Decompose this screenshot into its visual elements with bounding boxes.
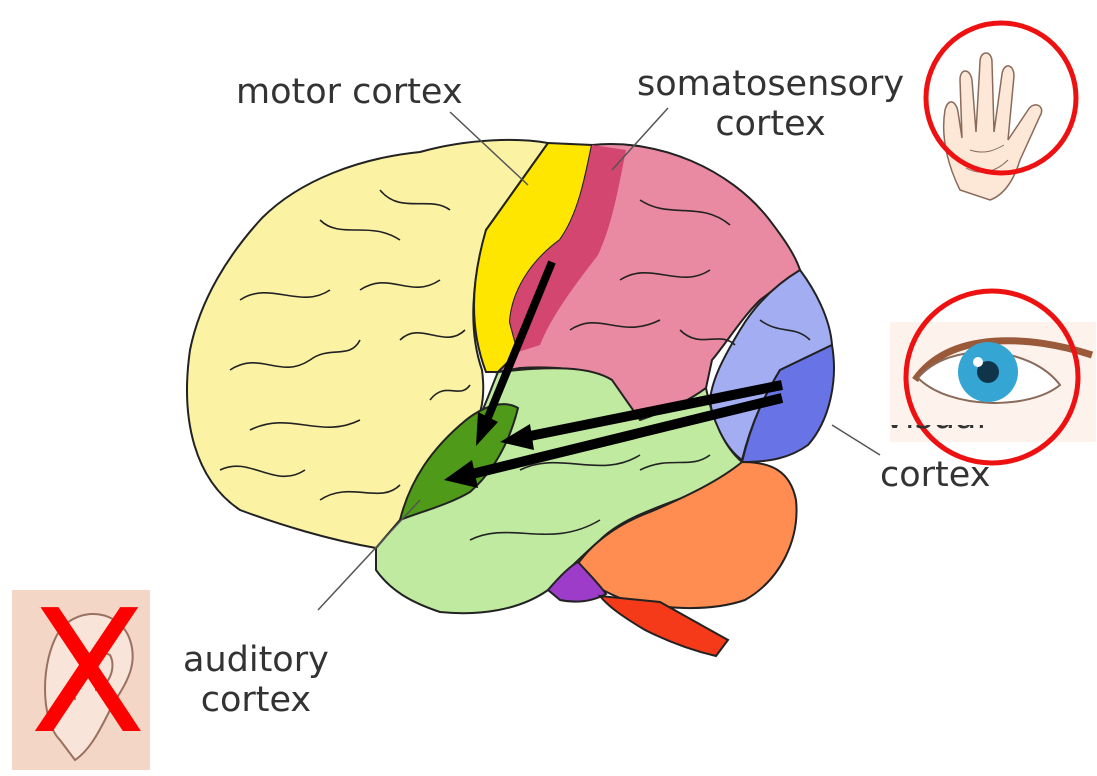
- auditory-label-line2: cortex: [183, 680, 329, 720]
- somatosensory-label-line1: somatosensory: [637, 64, 904, 104]
- somatosensory-label-line2: cortex: [637, 104, 904, 144]
- hand-icon: [944, 53, 1042, 200]
- visual-cortex-label: visual cortex: [880, 425, 990, 495]
- visual-label-line2: cortex: [880, 455, 990, 495]
- motor-cortex-label: motor cortex: [236, 72, 463, 112]
- somatosensory-cortex-label: somatosensory cortex: [637, 64, 904, 145]
- visual-label-line1-wrap: visual: [880, 425, 990, 455]
- motor-cortex-label-text: motor cortex: [236, 72, 463, 112]
- auditory-cortex-label: auditory cortex: [183, 640, 329, 721]
- auditory-label-line1: auditory: [183, 640, 329, 680]
- ear-cross-mark: X: [28, 588, 148, 758]
